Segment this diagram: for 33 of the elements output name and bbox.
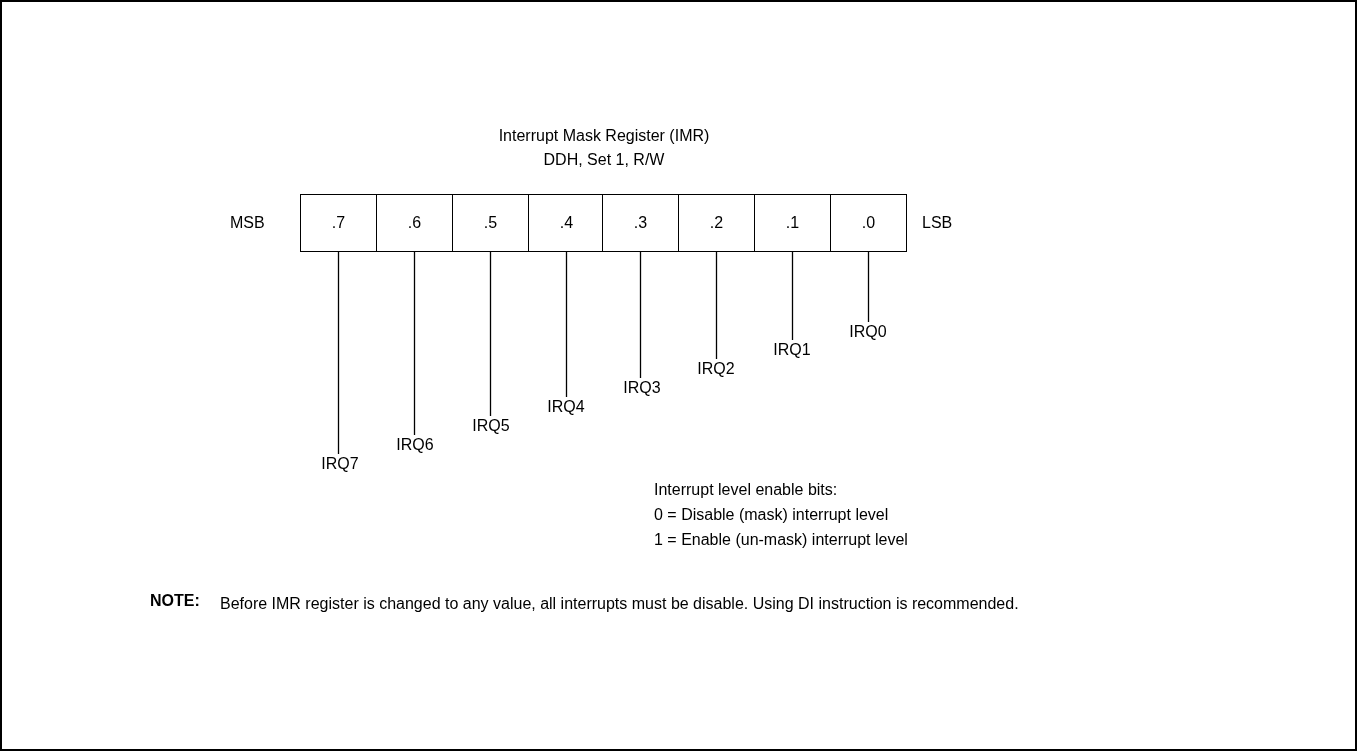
interrupt-label: IRQ5 [472, 416, 510, 436]
interrupt-label: IRQ6 [396, 435, 434, 455]
bit-cell: .0 [830, 194, 907, 252]
register-title: Interrupt Mask Register (IMR) [498, 126, 710, 146]
msb-label: MSB [230, 213, 265, 233]
bit-cell: .5 [452, 194, 529, 252]
leader-line [791, 251, 794, 341]
leader-line [639, 251, 642, 379]
bit-cell: .2 [678, 194, 755, 252]
interrupt-label: IRQ2 [697, 359, 735, 379]
bit-cell: .3 [602, 194, 679, 252]
bit-cell: .6 [376, 194, 453, 252]
leader-line [715, 251, 718, 360]
bit-cell: .4 [528, 194, 605, 252]
note-text: Before IMR register is changed to any value, all interrupts must be disable. Using DI instruction is recommended. [220, 594, 1020, 614]
interrupt-label: IRQ7 [321, 454, 359, 474]
legend-note: 1 = Enable (un-mask) interrupt level [654, 530, 908, 550]
interrupt-label: IRQ1 [773, 340, 811, 360]
register-address: DDH, Set 1, R/W [543, 150, 665, 170]
leader-line [565, 251, 568, 398]
interrupt-label: IRQ4 [547, 397, 585, 417]
leader-line [413, 251, 416, 436]
bit-cell: .1 [754, 194, 831, 252]
lsb-label: LSB [922, 213, 953, 233]
leader-line [337, 251, 340, 455]
legend-note: 0 = Disable (mask) interrupt level [654, 505, 889, 525]
leader-line [867, 251, 870, 323]
legend-heading: Interrupt level enable bits: [654, 480, 838, 500]
note-heading: NOTE: [150, 591, 200, 611]
leader-line [489, 251, 492, 417]
interrupt-label: IRQ3 [623, 378, 661, 398]
interrupt-label: IRQ0 [849, 322, 887, 342]
bit-cell: .7 [300, 194, 377, 252]
